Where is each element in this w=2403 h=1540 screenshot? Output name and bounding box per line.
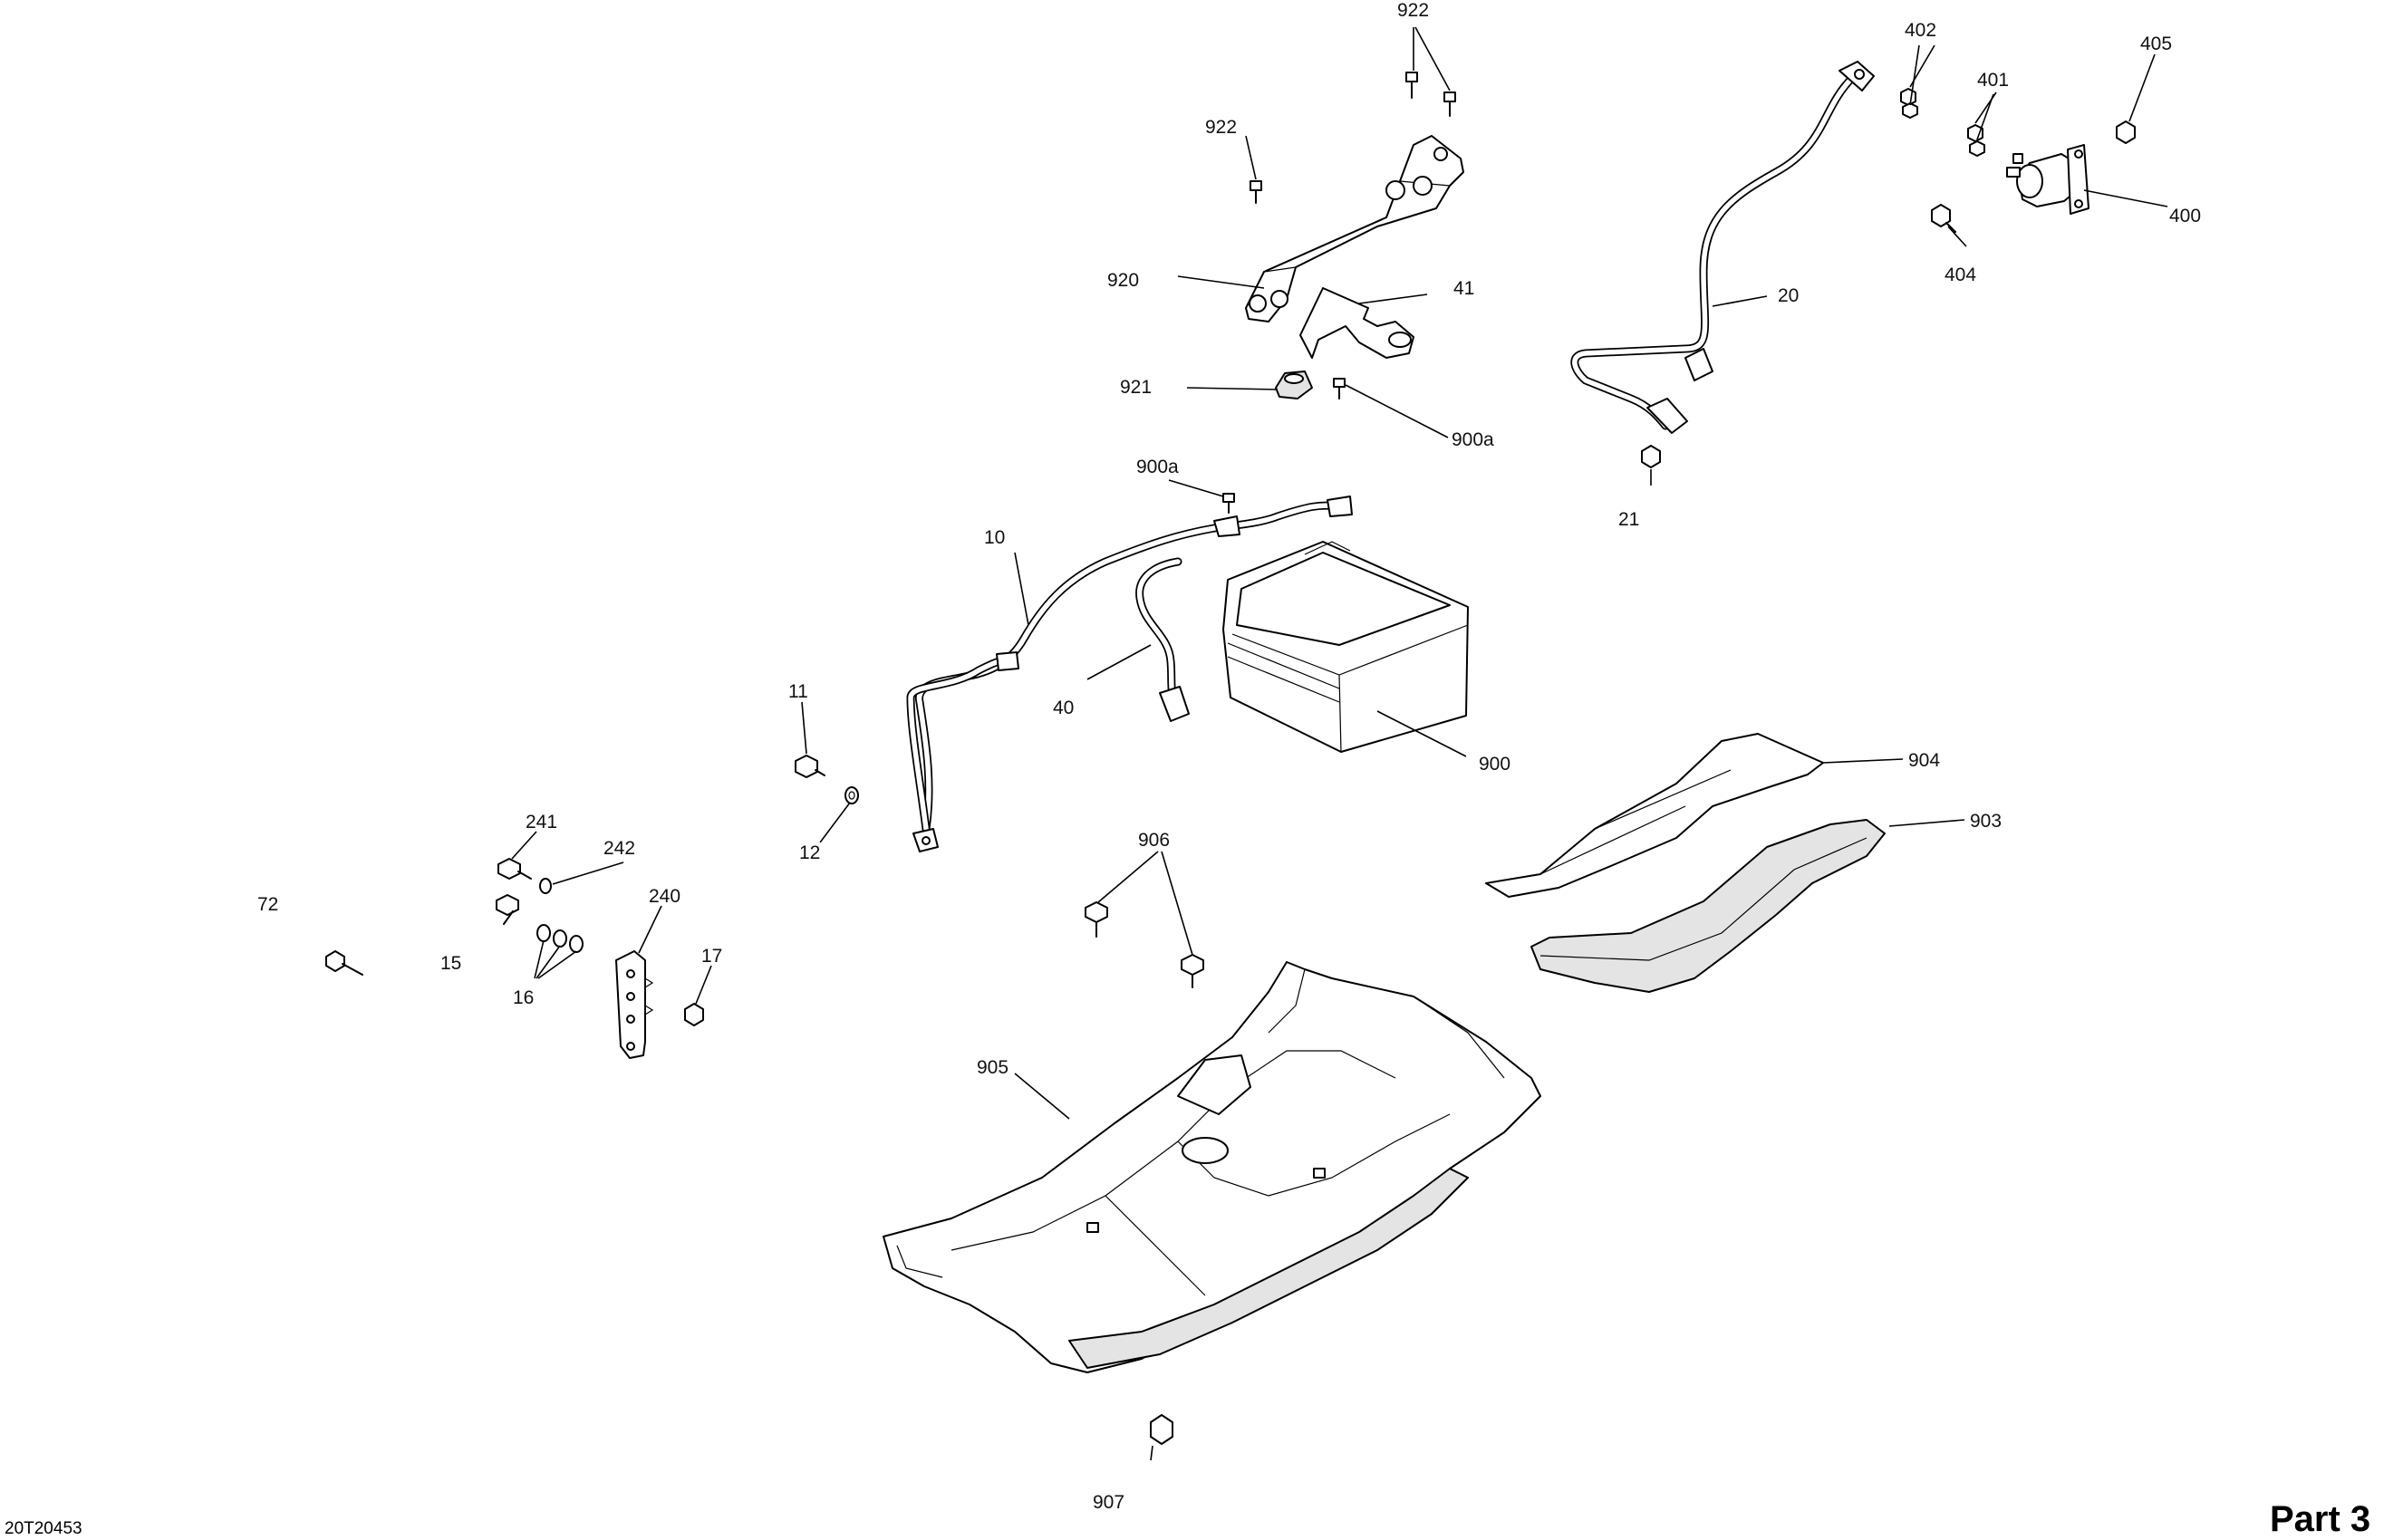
rubber-grommet bbox=[1275, 371, 1313, 399]
leader-lines bbox=[511, 26, 2168, 1461]
plug-907 bbox=[1150, 1414, 1173, 1445]
callout-900a-right: 900a bbox=[1452, 429, 1494, 450]
callout-920: 920 bbox=[1107, 270, 1139, 291]
bolt-11 bbox=[795, 755, 825, 778]
mounting-bracket-240 bbox=[615, 950, 654, 1059]
bolt-922-c bbox=[1250, 180, 1262, 204]
callout-40: 40 bbox=[1053, 698, 1074, 718]
callout-400: 400 bbox=[2169, 206, 2201, 226]
bolt-404 bbox=[1931, 204, 1956, 233]
callout-402: 402 bbox=[1905, 20, 1936, 41]
callout-240: 240 bbox=[649, 886, 680, 907]
callout-21: 21 bbox=[1618, 509, 1639, 530]
terminal-plate bbox=[1299, 287, 1414, 359]
heat-shield-904 bbox=[1485, 733, 1824, 898]
bolt-72 bbox=[325, 950, 363, 976]
callout-72: 72 bbox=[257, 894, 278, 915]
callout-922-left: 922 bbox=[1205, 117, 1237, 138]
bolt-15 bbox=[496, 894, 519, 925]
callout-16: 16 bbox=[513, 987, 534, 1008]
bolt-906-a bbox=[1085, 901, 1108, 938]
bolt-922-a bbox=[1405, 72, 1418, 99]
bolt-241 bbox=[497, 858, 532, 880]
callout-922-top: 922 bbox=[1397, 0, 1429, 21]
washers-16 bbox=[536, 924, 584, 953]
starter-solenoid bbox=[2006, 144, 2089, 215]
callout-242: 242 bbox=[603, 838, 635, 859]
callout-405: 405 bbox=[2140, 34, 2172, 54]
callout-12: 12 bbox=[799, 842, 820, 863]
screw-900a-right bbox=[1333, 378, 1346, 399]
nut-402 bbox=[1900, 88, 1918, 119]
callout-labels: 922 922 920 41 921 900a 900a 10 40 900 1… bbox=[257, 0, 2201, 1513]
skid-plate-903 bbox=[1530, 819, 1886, 993]
callout-903: 903 bbox=[1970, 811, 2002, 832]
nut-21 bbox=[1641, 445, 1661, 468]
bolt-906-b bbox=[1181, 954, 1204, 988]
callout-15: 15 bbox=[440, 953, 461, 974]
callout-921: 921 bbox=[1120, 377, 1152, 398]
callout-900: 900 bbox=[1479, 754, 1510, 775]
battery-hold-down-bracket bbox=[1245, 135, 1464, 322]
callout-404: 404 bbox=[1945, 265, 1976, 285]
callout-10: 10 bbox=[984, 527, 1005, 548]
callout-905: 905 bbox=[977, 1057, 1008, 1078]
nut-17 bbox=[684, 1003, 704, 1026]
skid-plate-905 bbox=[883, 961, 1541, 1373]
nut-401 bbox=[1967, 124, 1985, 157]
battery bbox=[1222, 541, 1469, 753]
washer-242 bbox=[539, 878, 552, 894]
battery-vent-cable bbox=[1135, 557, 1190, 722]
document-code: 20T20453 bbox=[5, 1519, 82, 1538]
callout-11: 11 bbox=[788, 681, 808, 702]
positive-cable bbox=[1570, 61, 1875, 434]
part-title: Part 3 bbox=[2270, 1499, 2370, 1539]
callout-17: 17 bbox=[701, 946, 722, 967]
callout-401: 401 bbox=[1977, 70, 2009, 91]
callout-241: 241 bbox=[526, 812, 557, 833]
callout-906: 906 bbox=[1138, 830, 1170, 851]
callout-20: 20 bbox=[1778, 285, 1799, 306]
callout-907: 907 bbox=[1093, 1492, 1124, 1513]
callout-41: 41 bbox=[1453, 278, 1474, 299]
bolt-922-b bbox=[1443, 91, 1456, 117]
screw-900a-left bbox=[1222, 493, 1235, 514]
negative-cable bbox=[906, 496, 1353, 852]
nut-405 bbox=[2116, 120, 2136, 144]
callout-904: 904 bbox=[1908, 750, 1940, 771]
callout-900a-left: 900a bbox=[1136, 457, 1179, 477]
washer-12 bbox=[844, 786, 859, 804]
